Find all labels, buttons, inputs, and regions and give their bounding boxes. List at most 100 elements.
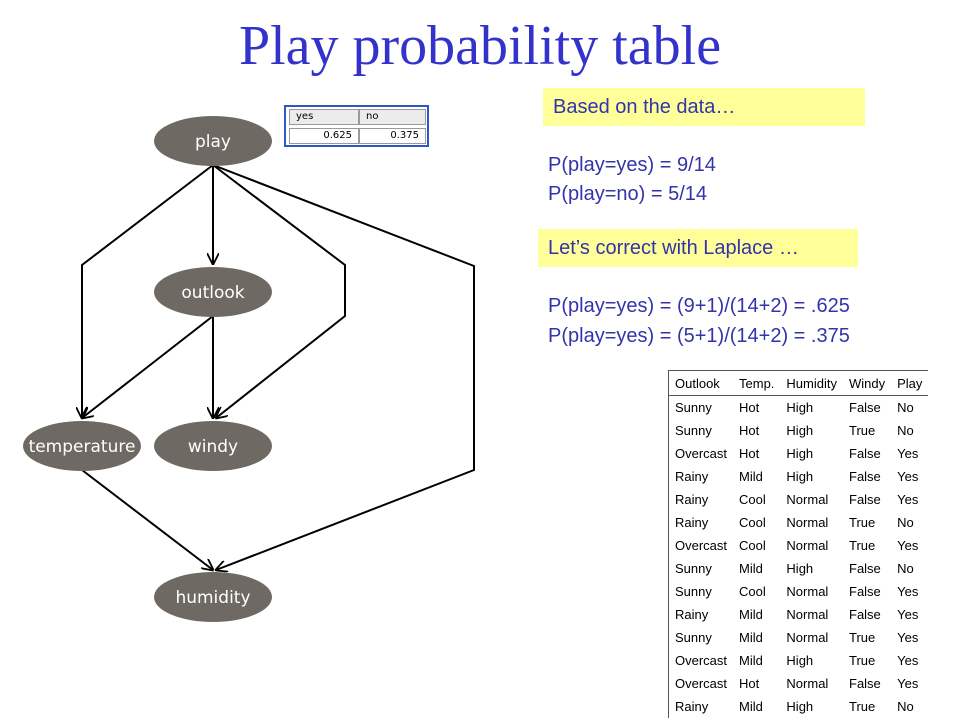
table-cell: Hot <box>739 423 760 438</box>
table-cell: Sunny <box>675 630 712 645</box>
laplace-callout: Let’s correct with Laplace … <box>538 229 858 267</box>
table-row: Rainy Mild Normal False Yes <box>669 603 929 626</box>
table-cell: Rainy <box>675 492 709 507</box>
table-cell: False <box>849 446 881 461</box>
prob-header-no: no <box>359 109 426 125</box>
table-cell: Sunny <box>675 400 712 415</box>
table-cell: Yes <box>897 469 919 484</box>
table-cell: Mild <box>739 607 763 622</box>
edge-play-windy <box>212 164 346 418</box>
laplace-yes-text: P(play=yes) = (9+1)/(14+2) = .625 <box>548 295 850 317</box>
table-header-row: Outlook Temp. Humidity Windy Play <box>668 370 929 396</box>
table-cell: Mild <box>739 561 763 576</box>
table-cell: Yes <box>897 630 919 645</box>
table-cell: Yes <box>897 584 919 599</box>
table-cell: Normal <box>786 607 829 622</box>
table-cell: True <box>849 653 876 668</box>
table-cell: True <box>849 538 876 553</box>
table-cell: Yes <box>897 538 919 553</box>
edge-play-temperature <box>82 164 214 418</box>
table-cell: Yes <box>897 492 919 507</box>
table-cell: High <box>786 400 814 415</box>
p-no-text: P(play=no) = 5/14 <box>548 183 707 205</box>
based-on-data-callout: Based on the data… <box>543 88 865 126</box>
table-cell: Normal <box>786 676 829 691</box>
table-cell: True <box>849 423 876 438</box>
table-cell: False <box>849 469 881 484</box>
edge-play-humidity <box>212 164 475 570</box>
table-cell: No <box>897 515 914 530</box>
table-cell: No <box>897 699 914 714</box>
table-row: Rainy Cool Normal True No <box>669 511 929 534</box>
node-windy[interactable]: windy <box>154 421 272 471</box>
table-row: Rainy Cool Normal False Yes <box>669 488 929 511</box>
prob-value-no: 0.375 <box>359 128 426 144</box>
table-cell: High <box>786 446 814 461</box>
table-cell: Overcast <box>675 653 728 668</box>
table-cell: False <box>849 561 881 576</box>
node-windy-label: windy <box>188 437 238 457</box>
table-cell: Normal <box>786 515 829 530</box>
table-cell: True <box>849 699 876 714</box>
slide-title: Play probability table <box>238 15 722 77</box>
node-temperature[interactable]: temperature <box>23 421 141 471</box>
table-cell: Cool <box>739 492 766 507</box>
table-cell: Mild <box>739 653 763 668</box>
table-cell: Yes <box>897 607 919 622</box>
column-header-outlook: Outlook <box>668 370 734 396</box>
table-cell: High <box>786 653 814 668</box>
node-play[interactable]: play <box>154 116 272 166</box>
table-cell: Rainy <box>675 469 709 484</box>
table-cell: Normal <box>786 492 829 507</box>
table-cell: Sunny <box>675 561 712 576</box>
column-header-play: Play <box>891 370 929 396</box>
table-cell: No <box>897 400 914 415</box>
node-humidity[interactable]: humidity <box>154 572 272 622</box>
column-header-humidity: Humidity <box>780 370 843 396</box>
table-cell: No <box>897 561 914 576</box>
table-cell: High <box>786 699 814 714</box>
table-cell: Mild <box>739 630 763 645</box>
node-outlook[interactable]: outlook <box>154 267 272 317</box>
table-cell: No <box>897 423 914 438</box>
table-cell: False <box>849 400 881 415</box>
table-cell: False <box>849 607 881 622</box>
table-cell: Normal <box>786 630 829 645</box>
table-cell: Yes <box>897 446 919 461</box>
edge-outlook-temperature <box>82 315 214 418</box>
table-cell: Cool <box>739 515 766 530</box>
table-cell: Hot <box>739 400 760 415</box>
table-cell: True <box>849 515 876 530</box>
table-cell: Sunny <box>675 423 712 438</box>
prob-header-yes: yes <box>289 109 359 125</box>
table-cell: Normal <box>786 538 829 553</box>
node-play-label: play <box>195 132 231 152</box>
edge-temperature-humidity <box>81 469 213 570</box>
table-cell: Cool <box>739 538 766 553</box>
table-cell: Sunny <box>675 584 712 599</box>
table-cell: Overcast <box>675 538 728 553</box>
table-cell: Yes <box>897 653 919 668</box>
table-row: Overcast Cool Normal True Yes <box>669 534 929 557</box>
table-cell: Hot <box>739 676 760 691</box>
table-cell: Rainy <box>675 607 709 622</box>
table-cell: True <box>849 630 876 645</box>
table-cell: Rainy <box>675 515 709 530</box>
node-outlook-label: outlook <box>181 283 244 303</box>
column-header-windy: Windy <box>843 370 892 396</box>
table-cell: Cool <box>739 584 766 599</box>
prob-value-yes: 0.625 <box>289 128 359 144</box>
node-humidity-label: humidity <box>175 588 250 608</box>
table-cell: Hot <box>739 446 760 461</box>
table-cell: False <box>849 676 881 691</box>
table-cell: False <box>849 492 881 507</box>
table-cell: Normal <box>786 584 829 599</box>
table-cell: Overcast <box>675 676 728 691</box>
